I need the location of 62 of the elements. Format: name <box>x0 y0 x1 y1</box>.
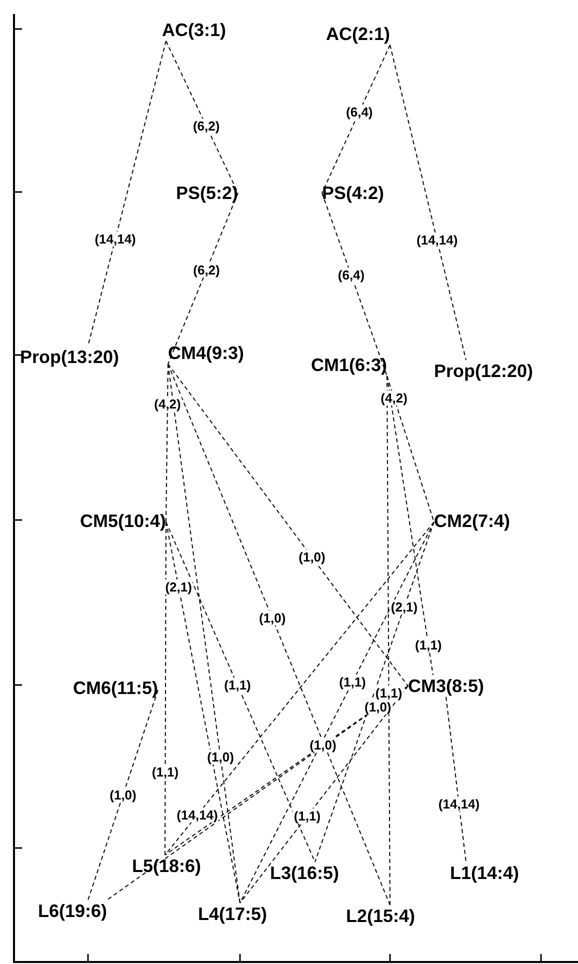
dashed-connector <box>166 364 168 522</box>
node-label: CM1(6:3) <box>310 354 387 376</box>
dashed-connector <box>168 364 390 906</box>
dashed-connector <box>240 686 408 904</box>
edge-label: (4,2) <box>153 396 182 411</box>
dashed-connector <box>168 192 238 364</box>
dashed-connector <box>386 376 390 906</box>
edge-label: (1,0) <box>364 700 392 715</box>
edge-label: (1,1) <box>150 764 180 780</box>
dashed-connector <box>88 40 166 346</box>
dashed-connector <box>88 690 158 900</box>
dashed-connector <box>164 522 166 856</box>
dashed-connector <box>322 192 388 376</box>
node-label: CM3(8:5) <box>408 675 484 697</box>
edge-label: (14,14) <box>437 796 481 812</box>
node-label: L6(19:6) <box>38 900 108 922</box>
edge-label: (1,0) <box>206 750 235 765</box>
dashed-connector <box>168 364 408 686</box>
dashed-connector <box>314 522 434 862</box>
node-label: CM5(10:4) <box>80 510 166 532</box>
dashed-connector <box>164 522 434 856</box>
edge-label: (1,1) <box>338 674 367 690</box>
node-label: CM6(11:5) <box>72 677 158 699</box>
dashed-connector <box>166 522 316 862</box>
node-label: CM2(7:4) <box>434 510 510 532</box>
node-label: L1(14:4) <box>450 862 520 884</box>
node-label: PS(5:2) <box>176 182 238 204</box>
dashed-connector <box>446 696 466 862</box>
node-label: Prop(13:20) <box>20 346 120 368</box>
edge-label: (6,2) <box>192 118 221 134</box>
edge-label: (6,4) <box>345 104 374 120</box>
edge-label: (1,0) <box>108 788 138 802</box>
edge-label: (14,14) <box>176 808 219 823</box>
node-label: Prop(12:20) <box>434 360 534 382</box>
edge-label: (1,1) <box>374 686 404 701</box>
dashed-connector <box>390 44 466 360</box>
edge-label: (2,1) <box>390 600 419 614</box>
edge-label: (1,0) <box>298 550 326 565</box>
node-label: PS(4:2) <box>322 182 384 204</box>
dashed-connector <box>386 376 434 676</box>
edge-label: (6,2) <box>192 262 221 278</box>
edge-label: (2,1) <box>164 579 193 594</box>
dashed-connector <box>322 44 390 194</box>
edge-label: (1,0) <box>258 610 287 626</box>
dashed-connector <box>386 376 434 522</box>
edge-label: (1,1) <box>414 638 443 653</box>
edge-label: (1,1) <box>223 678 252 693</box>
dashed-connector <box>168 364 240 904</box>
node-label: AC(2:1) <box>326 23 390 45</box>
node-label: L4(17:5) <box>198 903 268 925</box>
node-label: L2(15:4) <box>346 905 416 927</box>
edge-label: (4,2) <box>380 390 408 406</box>
dashed-connector <box>166 40 238 194</box>
node-label: CM4(9:3) <box>168 342 244 364</box>
edge-label: (14,14) <box>94 232 137 247</box>
node-label: AC(3:1) <box>162 19 226 41</box>
node-label: L5(18:6) <box>132 855 202 877</box>
edge-label: (1,0) <box>308 738 338 753</box>
edge-label: (14,14) <box>416 232 459 248</box>
edge-label: (6,4) <box>336 268 366 283</box>
edge-label: (1,1) <box>292 808 322 824</box>
node-label: L3(16:5) <box>270 862 340 884</box>
